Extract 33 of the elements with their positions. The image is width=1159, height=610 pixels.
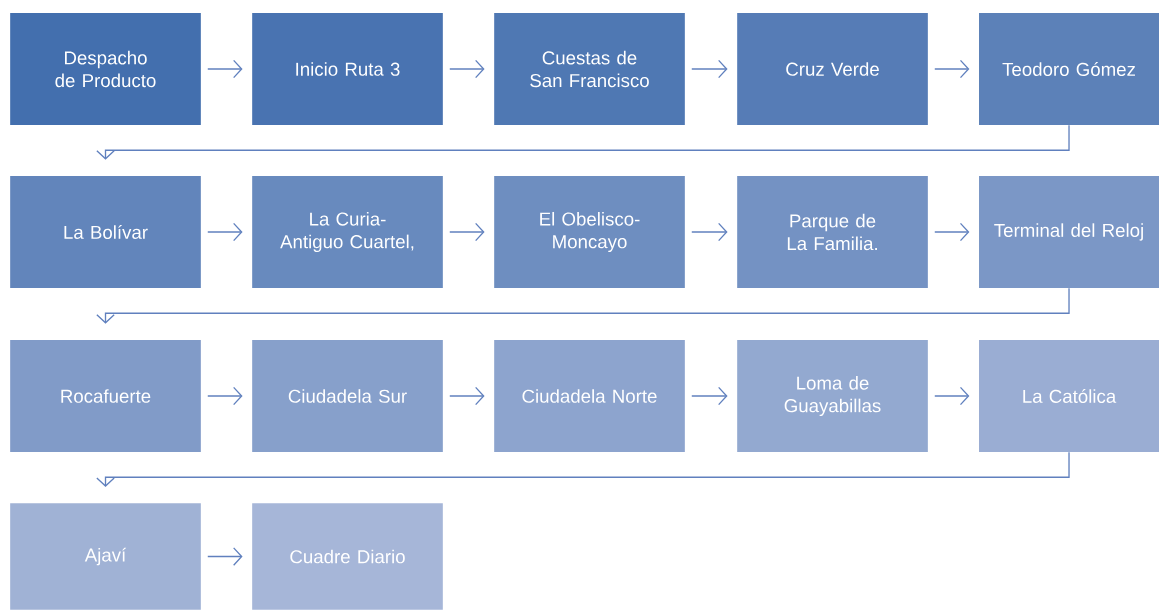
arrow — [934, 59, 970, 79]
arrow — [449, 222, 485, 242]
process-box: El Obelisco- Moncayo — [494, 176, 685, 288]
arrow — [449, 59, 485, 79]
process-box: La Curia- Antiguo Cuartel, — [252, 176, 443, 288]
process-box: Cruz Verde — [737, 13, 928, 125]
arrow — [207, 59, 243, 79]
process-box: Rocafuerte — [10, 340, 201, 452]
process-box: Ciudadela Sur — [252, 340, 443, 452]
process-box: Cuestas de San Francisco — [494, 13, 685, 125]
arrow — [691, 59, 728, 79]
process-box: Parque de La Familia. — [737, 176, 928, 288]
arrow — [207, 547, 243, 566]
arrow — [207, 222, 243, 242]
process-box: Ajaví — [10, 503, 201, 610]
process-box: Inicio Ruta 3 — [252, 13, 443, 125]
process-box: Terminal del Reloj — [979, 176, 1159, 288]
process-box: Despacho de Producto — [10, 13, 201, 125]
process-box: Teodoro Gómez — [979, 13, 1159, 125]
arrow — [96, 287, 1070, 324]
process-box: Cuadre Diario — [252, 503, 443, 610]
process-box: Loma de Guayabillas — [737, 340, 928, 452]
process-box: Ciudadela Norte — [494, 340, 685, 452]
arrow — [691, 222, 728, 242]
arrow — [934, 222, 970, 242]
arrow — [691, 386, 728, 406]
arrow — [96, 124, 1070, 160]
arrow — [96, 451, 1070, 487]
arrow — [449, 386, 485, 406]
arrow — [934, 386, 970, 406]
arrow — [207, 386, 243, 406]
process-box: La Bolívar — [10, 176, 201, 288]
process-box: La Católica — [979, 340, 1159, 452]
